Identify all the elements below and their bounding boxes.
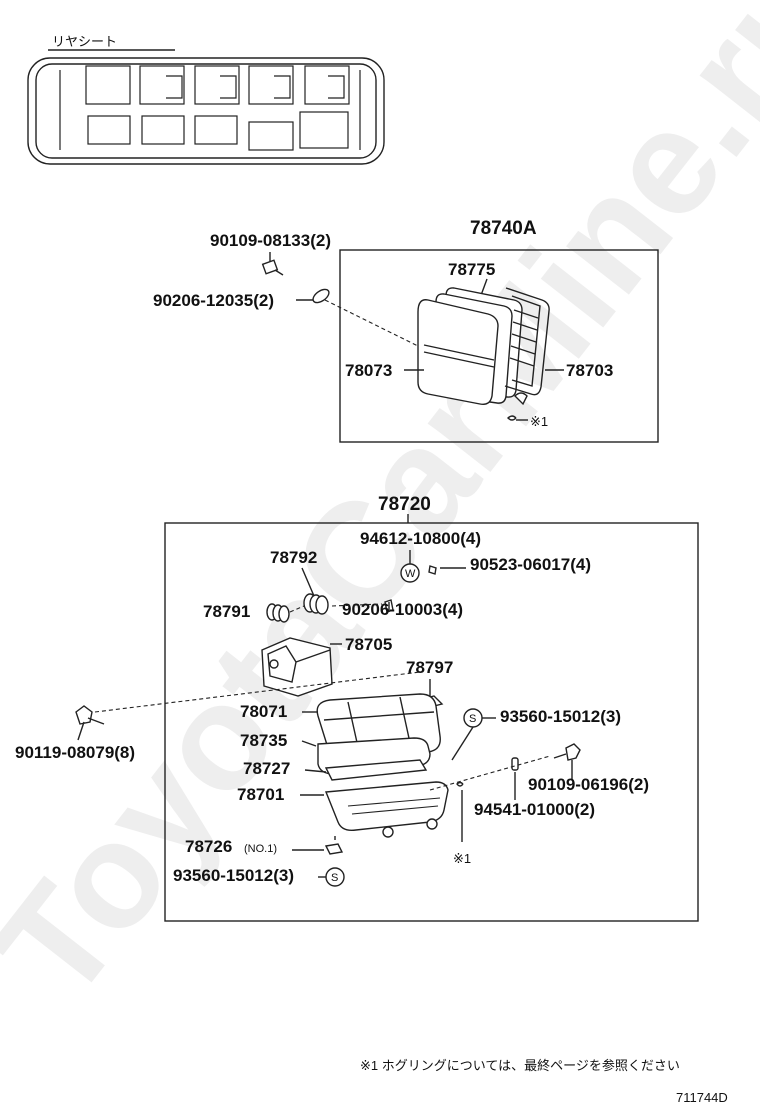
label-78701: 78701 (237, 785, 284, 804)
cushion-stack (316, 693, 449, 838)
washer-icon (312, 288, 330, 304)
s-badge-left (325, 867, 345, 887)
clip-icon (428, 565, 437, 575)
label-90206-12035: 90206-12035(2) (153, 291, 274, 310)
back-frame-78703 (504, 287, 550, 406)
label-78073: 78073 (345, 361, 392, 380)
label-93560-15012-left: 93560-15012(3) (173, 866, 294, 885)
bolt-icon (261, 259, 284, 276)
cushion-frame-78701 (325, 781, 449, 832)
knob-icon (266, 603, 290, 623)
group-b-title: 78720 (378, 494, 431, 515)
group-seatback: 78740A 90109-08133(2) 90206-12035(2) 787… (153, 218, 659, 443)
label-78705: 78705 (345, 635, 392, 654)
hog-ring-icon-b (456, 781, 464, 787)
label-78792: 78792 (270, 548, 317, 567)
w-badge-letter: W (405, 568, 416, 580)
label-78797: 78797 (406, 658, 453, 677)
label-78703: 78703 (566, 361, 613, 380)
label-90206-10003: 90206-10003(4) (342, 600, 463, 619)
hog-ring-ref-b: ※1 (453, 851, 471, 866)
group-a-title: 78740A (470, 218, 537, 239)
label-90109-08133: 90109-08133(2) (210, 231, 331, 250)
diagram-id: 711744D (676, 1090, 728, 1105)
label-78775: 78775 (448, 260, 495, 279)
vehicle-overview: リヤシート (27, 34, 385, 165)
label-78735: 78735 (240, 731, 287, 750)
s-badge-right-letter: S (469, 713, 476, 725)
location-label: リヤシート (52, 34, 117, 49)
s-badge-left-letter: S (331, 872, 338, 884)
stopper-78726 (324, 843, 344, 855)
label-78791: 78791 (203, 602, 250, 621)
w-badge (400, 563, 420, 583)
label-78071: 78071 (240, 702, 287, 721)
screw-icon (553, 743, 581, 761)
spring-icon (303, 593, 329, 615)
ring-icon (511, 757, 519, 771)
bolt-long-icon (75, 705, 105, 725)
label-90109-06196: 90109-06196(2) (528, 775, 649, 794)
label-94612-10800: 94612-10800(4) (360, 529, 481, 548)
label-94541-01000: 94541-01000(2) (474, 800, 595, 819)
label-78726: 78726 (185, 837, 232, 856)
footnote: ※1 ホグリングについては、最終ページを参照ください (360, 1058, 680, 1073)
group-cushion: 78720 94612-10800(4) W 90523-06017(4) 78… (15, 494, 699, 922)
hog-ring-ref-a: ※1 (530, 414, 548, 429)
label-90523-06017: 90523-06017(4) (470, 555, 591, 574)
label-78727: 78727 (243, 759, 290, 778)
label-90119-08079: 90119-08079(8) (15, 743, 135, 762)
label-93560-15012-right: 93560-15012(3) (500, 707, 621, 726)
hog-ring-icon (507, 415, 517, 421)
label-78726-note: (NO.1) (244, 843, 277, 855)
hinge-78705 (261, 637, 333, 697)
